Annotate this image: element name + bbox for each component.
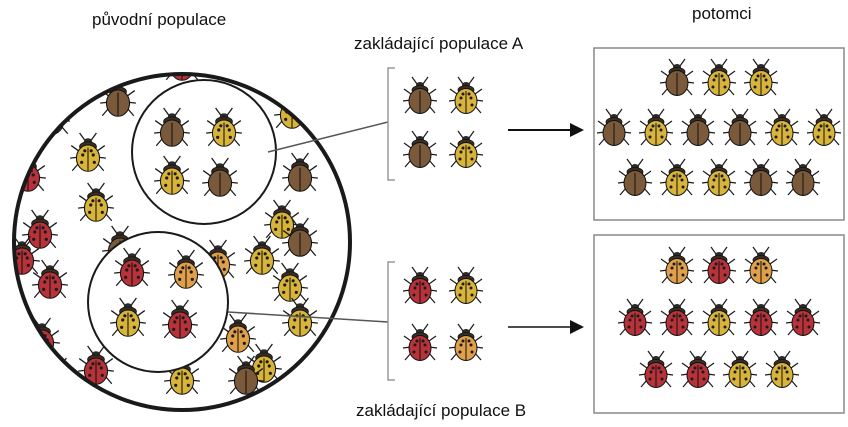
bracket-b: [388, 262, 395, 380]
arrow-b: [508, 320, 584, 334]
bracket-a: [388, 68, 395, 180]
yellow-beetle-icon: [82, 30, 118, 68]
founder-sample-b-circle: [88, 232, 228, 372]
yellow-beetle-icon: [449, 267, 483, 304]
orange-beetle-icon: [449, 324, 483, 361]
arrow-a: [508, 123, 584, 137]
yellow-beetle-icon: [240, 48, 276, 86]
founder-population-b-group: [403, 267, 483, 361]
founder-sample-a-circle: [132, 80, 276, 224]
brown-beetle-icon: [403, 77, 437, 114]
yellow-beetle-icon: [449, 131, 483, 168]
founder-population-a-group: [403, 77, 483, 168]
red-beetle-icon: [403, 324, 437, 361]
yellow-beetle-icon: [449, 77, 483, 114]
original-population-circle: [4, 2, 350, 410]
brown-beetle-icon: [403, 131, 437, 168]
yellow-beetle-icon: [168, 2, 204, 40]
red-beetle-icon: [403, 267, 437, 304]
